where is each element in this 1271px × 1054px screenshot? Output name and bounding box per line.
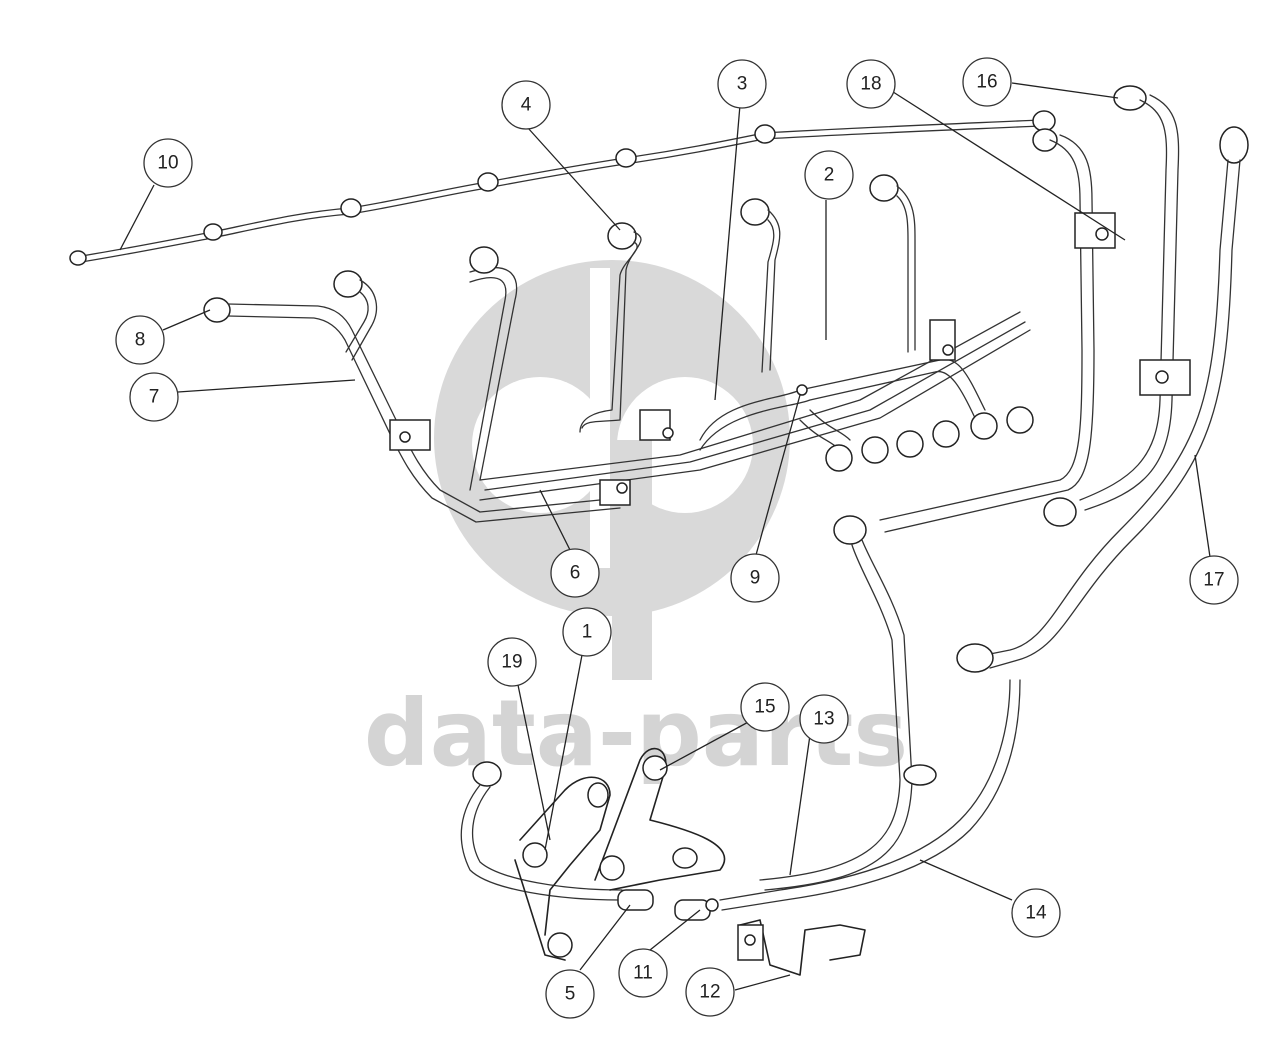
callout-4: 4	[501, 80, 551, 130]
callout-9-label: 9	[750, 568, 761, 589]
callout-18-label: 18	[860, 74, 881, 95]
callout-8-label: 8	[135, 330, 146, 351]
callout-5-label: 5	[565, 984, 576, 1005]
callout-15: 15	[740, 682, 790, 732]
callout-12: 12	[685, 967, 735, 1017]
callout-17-label: 17	[1203, 570, 1224, 591]
callout-17: 17	[1189, 555, 1239, 605]
callout-2-label: 2	[824, 165, 835, 186]
callout-9: 9	[730, 553, 780, 603]
callout-5: 5	[545, 969, 595, 1019]
callout-4-label: 4	[521, 95, 532, 116]
callout-11-label: 11	[633, 963, 653, 984]
callout-1-label: 1	[582, 622, 593, 643]
callout-2: 2	[804, 150, 854, 200]
callout-7-label: 7	[149, 387, 160, 408]
pipe-16-18	[759, 85, 1191, 891]
callout-16-label: 16	[976, 72, 997, 93]
callout-16: 16	[962, 57, 1012, 107]
callout-6-label: 6	[570, 563, 581, 584]
callout-10: 10	[143, 138, 193, 188]
callout-12-label: 12	[699, 982, 720, 1003]
watermark-disc	[434, 260, 790, 616]
callout-6: 6	[550, 548, 600, 598]
watermark-hole-left	[472, 377, 608, 513]
callout-19: 19	[487, 637, 537, 687]
pipe-10	[69, 110, 1056, 266]
leader-lines	[119, 82, 1211, 991]
callout-8: 8	[115, 315, 165, 365]
callout-13-label: 13	[813, 709, 834, 730]
callout-18: 18	[846, 59, 896, 109]
callout-10-label: 10	[157, 153, 178, 174]
callout-14-label: 14	[1025, 903, 1047, 924]
bracket-assembly	[460, 747, 937, 976]
callout-7: 7	[129, 372, 179, 422]
callout-3: 3	[717, 59, 767, 109]
watermark-stem	[612, 440, 652, 680]
pipe-bundle	[389, 174, 1034, 506]
callout-11: 11	[618, 948, 668, 998]
callout-19-label: 19	[501, 652, 522, 673]
callout-13: 13	[799, 694, 849, 744]
pipe-17	[719, 126, 1249, 911]
callout-15-label: 15	[754, 697, 775, 718]
callout-14: 14	[1011, 888, 1061, 938]
callout-1: 1	[562, 607, 612, 657]
callout-3-label: 3	[737, 74, 748, 95]
